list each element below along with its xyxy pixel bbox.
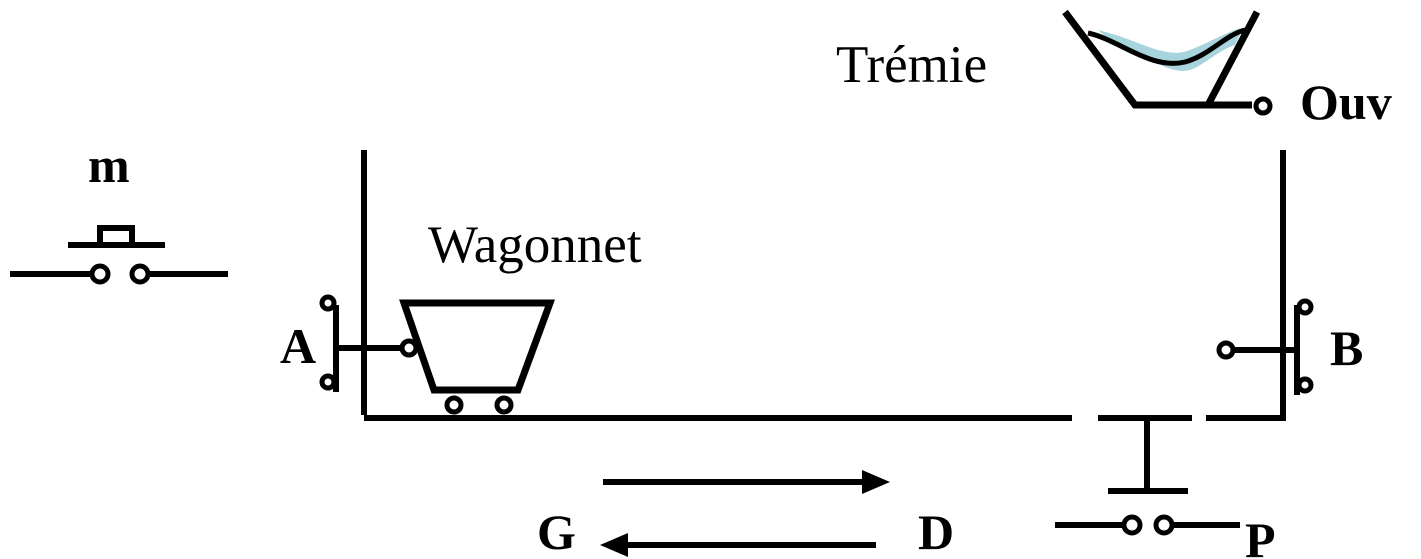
hopper-contents: [1098, 28, 1243, 71]
sensor-a-label: A: [280, 318, 316, 374]
opening-label: Ouv: [1300, 74, 1392, 130]
limit-switch-a: A: [280, 294, 419, 392]
sensor-b-label: B: [1330, 320, 1363, 376]
hopper: Trémie Ouv: [836, 9, 1392, 130]
weigh-switch-contact-right: [1153, 514, 1175, 536]
weigh-switch-label: P: [1245, 512, 1276, 559]
arrow-right-head: [862, 470, 890, 494]
wagon-wheel-right: [494, 395, 514, 415]
right-direction-label: D: [918, 504, 954, 559]
left-direction-label: G: [537, 504, 576, 559]
switch-a-terminal-top: [319, 294, 337, 312]
switch-b-roller: [1216, 340, 1236, 360]
limit-switch-b: B: [1216, 298, 1363, 395]
hopper-right-side: [1204, 10, 1261, 107]
switch-b-terminal-top: [1296, 298, 1314, 316]
switch-a-terminal-bottom: [319, 373, 337, 391]
weigh-switch-contact-left: [1121, 514, 1143, 536]
hopper-material-surface: [1087, 27, 1246, 66]
hopper-left-side: [1062, 9, 1252, 109]
hopper-gate-terminal: [1253, 96, 1273, 116]
wagon-wheel-left: [444, 395, 464, 415]
arrow-left-head: [600, 533, 628, 557]
hopper-label: Trémie: [836, 36, 987, 94]
weigh-switch-p: P: [1055, 421, 1276, 559]
track: [361, 150, 1286, 421]
pushbutton-cap: [97, 225, 135, 243]
pushbutton-contact-right: [129, 263, 151, 285]
switch-a-roller: [399, 338, 419, 358]
pushbutton-contact-left: [89, 263, 111, 285]
wagon-label: Wagonnet: [428, 216, 642, 274]
wagon-body: [399, 299, 556, 394]
start-pushbutton[interactable]: m: [10, 137, 228, 285]
switch-b-terminal-bottom: [1296, 376, 1314, 394]
start-button-label: m: [88, 137, 130, 193]
direction-arrows: G D: [537, 470, 954, 559]
wagon: Wagonnet: [399, 216, 642, 415]
